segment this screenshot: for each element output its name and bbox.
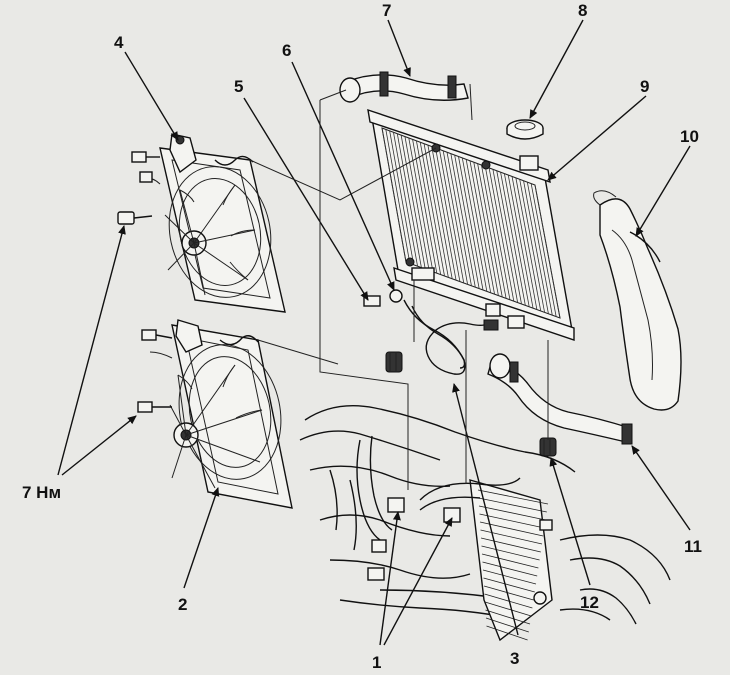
callout-7: 7 — [382, 1, 391, 20]
alignment-guides — [249, 83, 549, 490]
upper-cooling-fan — [117, 133, 286, 313]
callout-10: 10 — [680, 127, 699, 146]
callout-8: 8 — [578, 1, 587, 20]
bolt-icon — [141, 329, 173, 341]
lower-cooling-fan — [137, 319, 293, 509]
lower-radiator-hose — [487, 353, 633, 445]
drain-plug-icon — [539, 437, 557, 457]
callout-3: 3 — [510, 649, 519, 668]
expansion-tank — [593, 190, 682, 411]
radiator-cap-icon — [506, 119, 544, 140]
upper-radiator-hose — [339, 71, 469, 103]
callout-5: 5 — [234, 77, 243, 96]
callout-9: 9 — [640, 77, 649, 96]
callout-4: 4 — [114, 33, 124, 52]
atf-cooler-lines — [363, 289, 499, 375]
callout-labels: 4 5 6 7 8 9 10 7 Нм 2 11 12 3 1 — [22, 1, 702, 672]
leader-lines — [57, 19, 691, 646]
callout-1: 1 — [372, 653, 381, 672]
bolt-icon — [117, 211, 153, 225]
bolt-icon — [137, 401, 172, 413]
engine-bay-structure — [299, 405, 671, 642]
callout-torque: 7 Нм — [22, 483, 61, 502]
callout-11: 11 — [684, 537, 702, 556]
bolt-icon — [131, 151, 160, 163]
callout-2: 2 — [178, 595, 187, 614]
callout-12: 12 — [580, 593, 599, 612]
callout-6: 6 — [282, 41, 291, 60]
radiator — [367, 108, 575, 341]
